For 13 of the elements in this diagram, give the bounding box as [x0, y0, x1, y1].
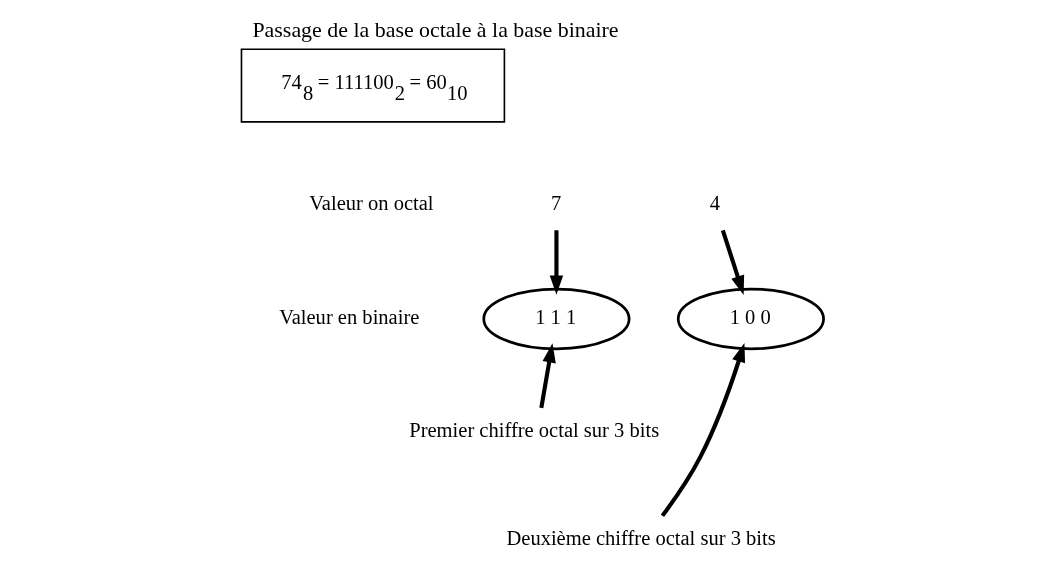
label: Valeur en binaire — [278, 305, 419, 328]
label: Valeur on octal — [308, 192, 434, 215]
arrow — [720, 229, 744, 295]
arrow — [660, 343, 745, 518]
node-text: Premier chiffre octal sur 3 bits — [408, 419, 659, 442]
node-ellipse: 1 1 1 — [481, 287, 630, 351]
diagram-title: Passage de la base octale à la base binaire — [251, 16, 619, 42]
node-text: 7 — [550, 192, 561, 215]
node-text: 4 — [709, 192, 720, 215]
node-text: Deuxième chiffre octal sur 3 bits — [505, 527, 776, 550]
arrow — [538, 343, 556, 409]
node-ellipse: 1 0 0 — [676, 287, 825, 351]
arrow — [549, 230, 563, 295]
